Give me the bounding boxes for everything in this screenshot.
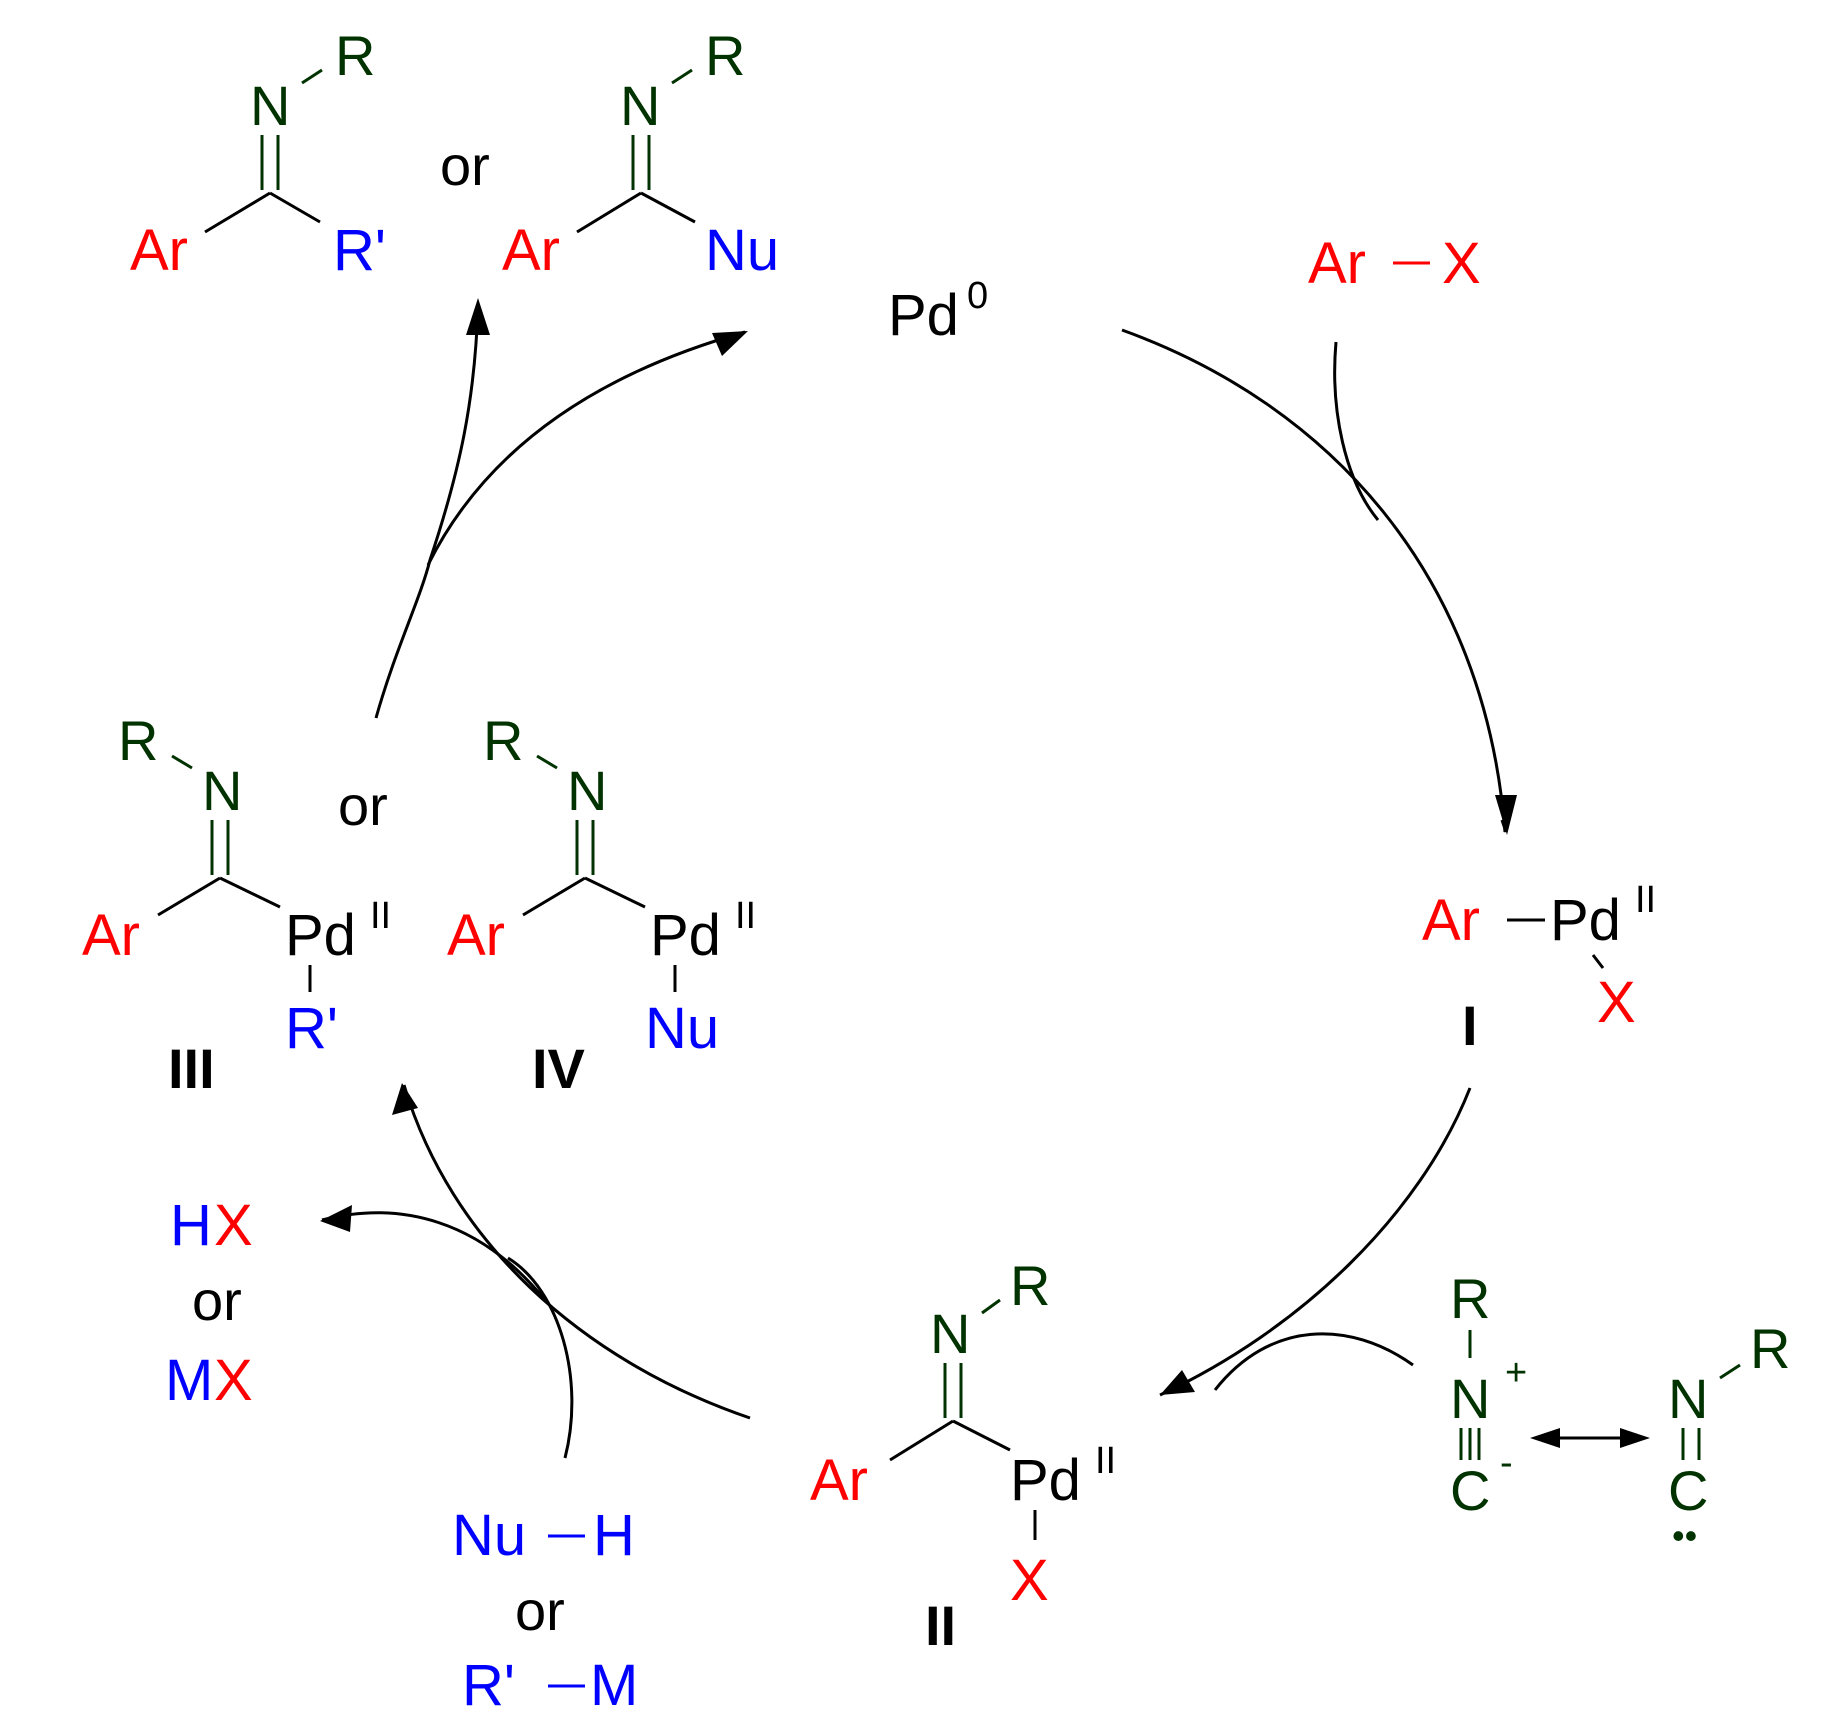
label-IV: IV	[532, 1037, 585, 1100]
arrow-III-to-products	[374, 304, 480, 719]
group-nu: Nu	[645, 996, 719, 1061]
group-ar: Ar	[1308, 231, 1366, 296]
label-III: III	[168, 1037, 215, 1100]
atom-x: X	[1442, 231, 1481, 296]
arrow-I-to-II	[1159, 1087, 1472, 1397]
pd0-symbol: Pd	[888, 283, 959, 348]
arrowhead-I	[1495, 795, 1517, 835]
label-I: I	[1462, 994, 1478, 1057]
atom-n: N	[202, 759, 242, 822]
atom-c: C	[1450, 1459, 1490, 1522]
group-ar: Ar	[82, 903, 140, 968]
group-r: R	[1010, 1254, 1050, 1317]
intermediate-III: R N Ar Pd II R' III	[82, 709, 391, 1100]
group-ar: Ar	[130, 218, 188, 283]
charge-minus: -	[1500, 1442, 1513, 1484]
bond-pd-x	[1591, 954, 1605, 969]
intermediate-IV: R N Ar Pd II Nu IV	[447, 709, 756, 1100]
group-ar: Ar	[810, 1448, 868, 1513]
lone-pair: ••	[1672, 1515, 1697, 1556]
product-ketimine: N R Ar R'	[130, 24, 386, 283]
arrowhead-III	[392, 1083, 418, 1115]
arrowhead-byproduct	[320, 1205, 352, 1232]
byproduct-h: H	[170, 1193, 212, 1258]
byproduct-x2: X	[214, 1348, 253, 1413]
arrow-to-byproduct	[321, 1211, 547, 1301]
atom-pd: Pd	[650, 903, 721, 968]
byproduct-x1: X	[214, 1193, 253, 1258]
arrow-II-to-III	[402, 1084, 751, 1420]
pd-oxidation: II	[1095, 1440, 1116, 1482]
pd-oxidation: II	[735, 895, 756, 937]
group-r-prime: R'	[285, 996, 338, 1061]
group-r-prime: R'	[333, 218, 386, 283]
atom-pd: Pd	[1550, 888, 1621, 953]
atom-x: X	[1010, 1548, 1049, 1613]
byproduct: H X or M X	[165, 1193, 253, 1413]
product-amidine: N R Ar Nu	[502, 24, 779, 283]
group-r: R	[1750, 1317, 1790, 1380]
isocyanide-carbene: N R C ••	[1668, 1317, 1790, 1556]
group-r: R	[483, 709, 523, 772]
arrowhead-pd0	[712, 331, 748, 356]
group-ar: Ar	[502, 218, 560, 283]
arrowheads	[320, 298, 1517, 1395]
label-II: II	[925, 1594, 956, 1657]
atom-x: X	[1597, 970, 1636, 1035]
reagent: Nu H or R' M	[452, 1503, 638, 1710]
pd-oxidation: II	[1635, 879, 1656, 921]
reagent-m: M	[590, 1653, 638, 1710]
or-middle: or	[338, 774, 388, 837]
group-ar: Ar	[1422, 888, 1480, 953]
atom-n: N	[930, 1302, 970, 1365]
cycle-arrows	[321, 304, 1508, 1459]
reagent-nu: Nu	[452, 1503, 526, 1568]
pd0-oxidation: 0	[967, 275, 988, 317]
atom-n: N	[250, 74, 290, 137]
group-r: R	[1450, 1267, 1490, 1330]
intermediate-II: N R Ar Pd II X II	[810, 1254, 1116, 1657]
atom-n: N	[1450, 1367, 1490, 1430]
atom-pd: Pd	[285, 903, 356, 968]
atom-n: N	[1668, 1367, 1708, 1430]
arrowhead-products	[466, 298, 490, 335]
reagent-h: H	[593, 1503, 635, 1568]
group-r: R	[705, 24, 745, 87]
arrow-reagent-merge	[507, 1256, 574, 1459]
group-r: R	[335, 24, 375, 87]
group-r: R	[118, 709, 158, 772]
aryl-halide: Ar X	[1308, 231, 1481, 296]
reagent-or: or	[515, 1579, 565, 1642]
arrow-pd0-to-I	[1121, 328, 1507, 833]
byproduct-or: or	[192, 1269, 242, 1332]
pd0-catalyst: Pd 0	[888, 275, 988, 348]
atom-c: C	[1668, 1459, 1708, 1522]
arrow-pd0-to-I-head	[1500, 819, 1508, 833]
resonance-arrow	[1530, 1428, 1650, 1448]
reagent-r-prime: R'	[462, 1653, 515, 1710]
arrowhead-II	[1160, 1370, 1195, 1395]
arrow-III-to-pd0	[426, 330, 746, 566]
atom-pd: Pd	[1010, 1448, 1081, 1513]
atom-n: N	[620, 74, 660, 137]
group-ar: Ar	[447, 903, 505, 968]
isocyanide-zwitterion: R N + C -	[1450, 1267, 1527, 1522]
arrow-isocyanide-merge	[1213, 1332, 1414, 1391]
or-top: or	[440, 134, 490, 197]
intermediate-I: Ar Pd II X I	[1422, 879, 1656, 1057]
byproduct-m: M	[165, 1348, 213, 1413]
atom-n: N	[567, 759, 607, 822]
arrow-arx-merge	[1333, 341, 1380, 521]
pd-oxidation: II	[370, 895, 391, 937]
charge-plus: +	[1505, 1352, 1527, 1394]
group-nu: Nu	[705, 218, 779, 283]
